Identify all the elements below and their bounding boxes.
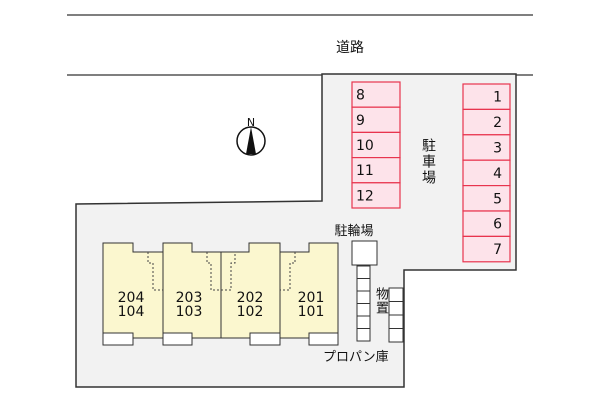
unit-number-lower: 101 [298, 304, 325, 320]
parking-space-number: 11 [356, 163, 374, 179]
stair-outlines [147, 252, 296, 291]
parking-space [462, 185, 511, 212]
parking-space [351, 106, 401, 133]
parking-space-number: 5 [493, 191, 502, 207]
parking-space [462, 159, 511, 187]
storage-cell [388, 328, 404, 343]
parking-left-column: 8 9 10 11 12 [351, 81, 401, 209]
unit-number-upper: 203 [176, 290, 203, 306]
parking-space [462, 210, 511, 237]
parking-right-column: 1 2 3 4 5 6 7 [462, 83, 511, 263]
bicycle-rack-cell [356, 303, 371, 317]
bicycle-rack-cell [356, 290, 371, 304]
parking-space [462, 134, 511, 161]
unit-number-lower: 102 [237, 304, 264, 320]
storage-cell [388, 301, 404, 316]
bicycle-shelter [351, 240, 378, 266]
unit-number-upper: 201 [298, 290, 325, 306]
parking-space-number: 6 [493, 217, 502, 233]
parking-space-number: 10 [356, 138, 374, 154]
bicycle-racks [356, 265, 371, 342]
site-boundary [75, 73, 517, 388]
balcony [308, 332, 339, 346]
parking-space [462, 83, 511, 110]
parking-space-number: 1 [493, 90, 502, 106]
parking-label: 駐車場 [420, 138, 436, 186]
parking-space [462, 108, 511, 136]
bicycle-parking-label: 駐輪場 [334, 223, 373, 239]
parking-space-number: 8 [356, 88, 365, 104]
parking-space-number: 2 [493, 115, 502, 131]
propane-storage-label: プロパン庫 [323, 350, 389, 365]
parking-space-number: 3 [493, 141, 502, 157]
storage-units [388, 287, 404, 343]
compass-label: N [247, 116, 255, 129]
balcony [249, 332, 281, 346]
bicycle-rack-cell [356, 278, 371, 292]
unit-number-lower: 104 [118, 304, 145, 320]
storage-label: 物置 [373, 287, 388, 315]
unit-number-upper: 202 [237, 290, 264, 306]
unit-number-lower: 103 [176, 304, 203, 320]
parking-space-number: 7 [493, 242, 502, 258]
balcony [102, 332, 134, 346]
storage-cell [388, 314, 404, 329]
parking-space [351, 131, 401, 159]
parking-space-number: 4 [493, 166, 502, 182]
bicycle-rack-cell [356, 315, 371, 329]
unit-number-upper: 204 [118, 290, 145, 306]
parking-space-number: 12 [356, 188, 374, 204]
balcony [162, 332, 193, 346]
bicycle-rack-cell [356, 328, 371, 342]
storage-cell [388, 287, 404, 302]
parking-space [351, 182, 401, 209]
compass: N [236, 116, 266, 156]
bicycle-rack-cell [356, 265, 371, 279]
north-arrow-icon [246, 127, 256, 154]
parking-space [462, 235, 511, 263]
parking-space-number: 9 [356, 113, 365, 129]
road-label: 道路 [336, 40, 364, 56]
